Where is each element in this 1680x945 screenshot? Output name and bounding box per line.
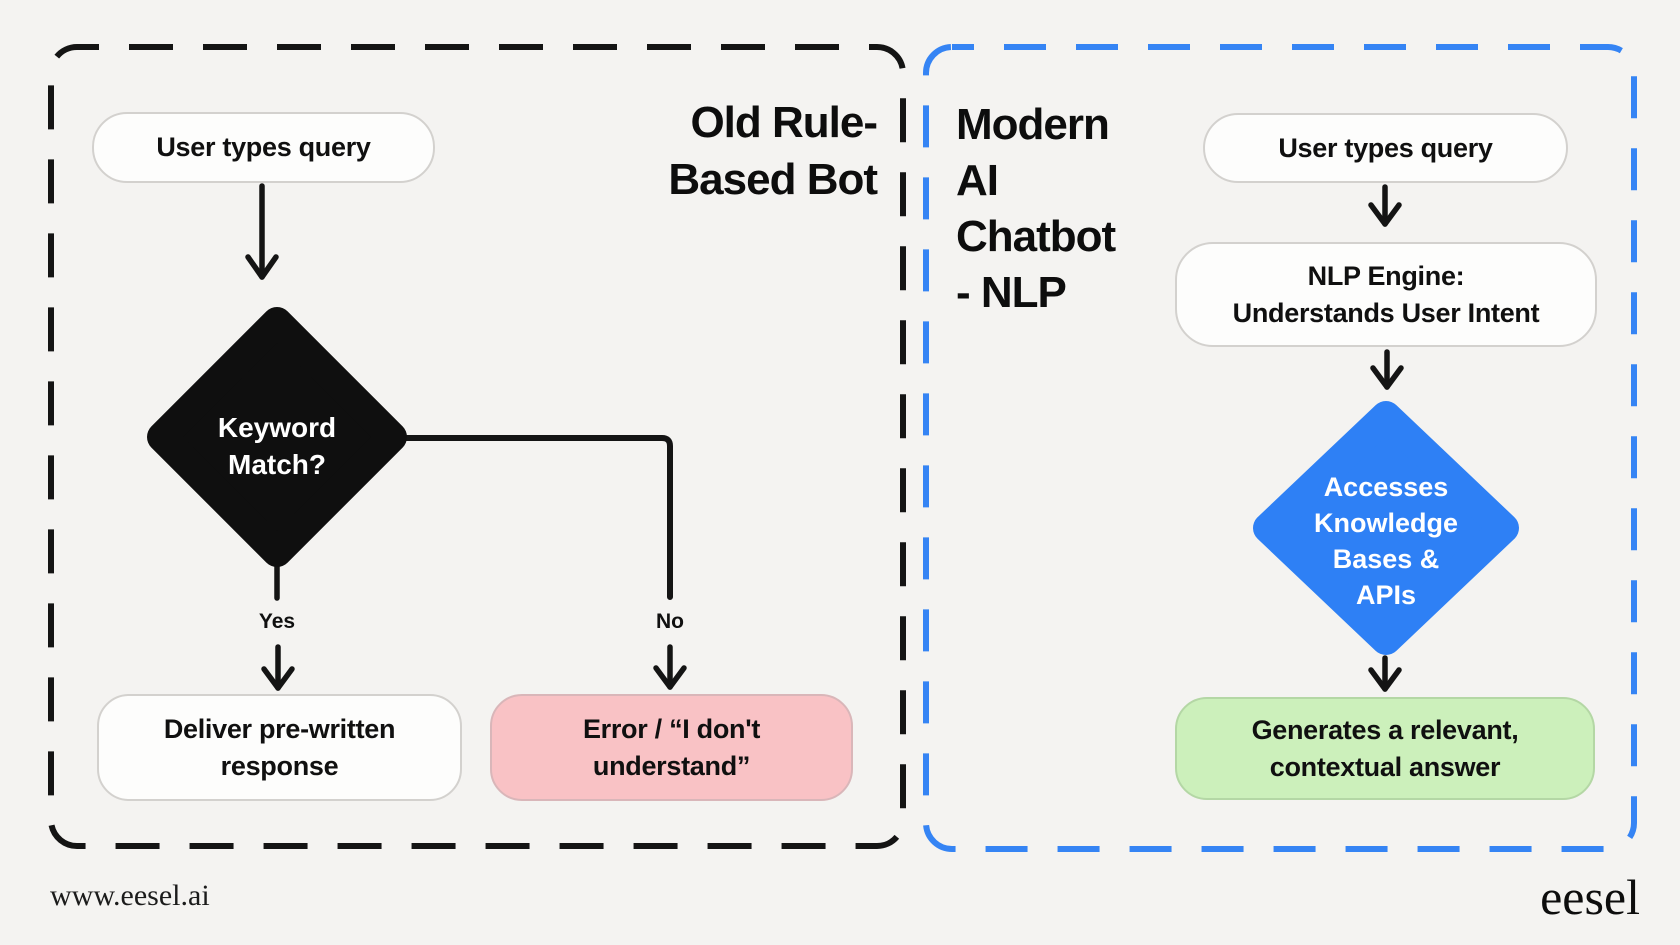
- node-user-query-right: User types query: [1203, 113, 1568, 183]
- node-label: User types query: [1278, 132, 1493, 163]
- knowledge-access-label: Accesses Knowledge Bases & APIs: [1266, 468, 1506, 614]
- no-elbow-connector: [399, 435, 673, 600]
- knowledge-line-2: Knowledge: [1313, 508, 1458, 538]
- node-error-response: Error / “I don't understand”: [490, 694, 853, 801]
- node-nlp-engine: NLP Engine: Understands User Intent: [1175, 242, 1597, 347]
- knowledge-line-1: Accesses: [1323, 472, 1449, 502]
- node-deliver-response: Deliver pre-written response: [97, 694, 462, 801]
- node-user-query-left: User types query: [92, 112, 435, 183]
- deliver-line-1: Deliver pre-written: [163, 713, 396, 744]
- knowledge-line-4: APIs: [1355, 580, 1417, 610]
- right-title-line-2: AI: [956, 156, 999, 205]
- nlp-line-1: NLP Engine:: [1307, 260, 1465, 291]
- left-title-line-2: Based Bot: [668, 155, 878, 204]
- eesel-logo: eesel: [1540, 869, 1640, 925]
- answer-line-2: contextual answer: [1269, 751, 1501, 782]
- knowledge-line-3: Bases &: [1332, 544, 1440, 574]
- node-label: User types query: [156, 132, 371, 162]
- arrow-knowledge-to-answer: [1368, 655, 1402, 692]
- yes-branch-label: Yes: [258, 610, 296, 633]
- error-line-1: Error / “I don't: [582, 713, 761, 744]
- right-title-line-4: - NLP: [956, 268, 1067, 317]
- answer-line-1: Generates a relevant,: [1251, 714, 1519, 745]
- deliver-line-2: response: [220, 750, 339, 781]
- arrow-nlp-to-knowledge: [1370, 349, 1404, 390]
- decision-line-2: Match?: [228, 449, 326, 480]
- decision-line-1: Keyword: [217, 412, 337, 443]
- error-line-2: understand”: [592, 750, 751, 781]
- arrow-no-to-error: [653, 644, 687, 690]
- right-panel-border: [923, 44, 1637, 852]
- nlp-line-2: Understands User Intent: [1232, 297, 1540, 328]
- right-title-line-3: Chatbot: [956, 212, 1116, 261]
- keyword-match-label: Keyword Match?: [157, 409, 397, 483]
- footer-website-url: www.eesel.ai: [50, 879, 210, 912]
- arrow-query-to-nlp: [1368, 184, 1402, 227]
- right-panel-title: Modern AI Chatbot - NLP: [956, 97, 1116, 321]
- knowledge-access-diamond: [1253, 401, 1519, 655]
- right-title-line-1: Modern: [956, 100, 1110, 149]
- keyword-match-diamond: [147, 307, 407, 567]
- node-generates-answer: Generates a relevant, contextual answer: [1175, 697, 1595, 800]
- left-title-line-1: Old Rule-: [690, 98, 878, 147]
- arrow-yes-to-deliver: [261, 644, 295, 691]
- left-panel-title: Old Rule- Based Bot: [668, 94, 878, 208]
- no-branch-label: No: [656, 610, 684, 633]
- arrow-query-to-decision: [245, 183, 279, 280]
